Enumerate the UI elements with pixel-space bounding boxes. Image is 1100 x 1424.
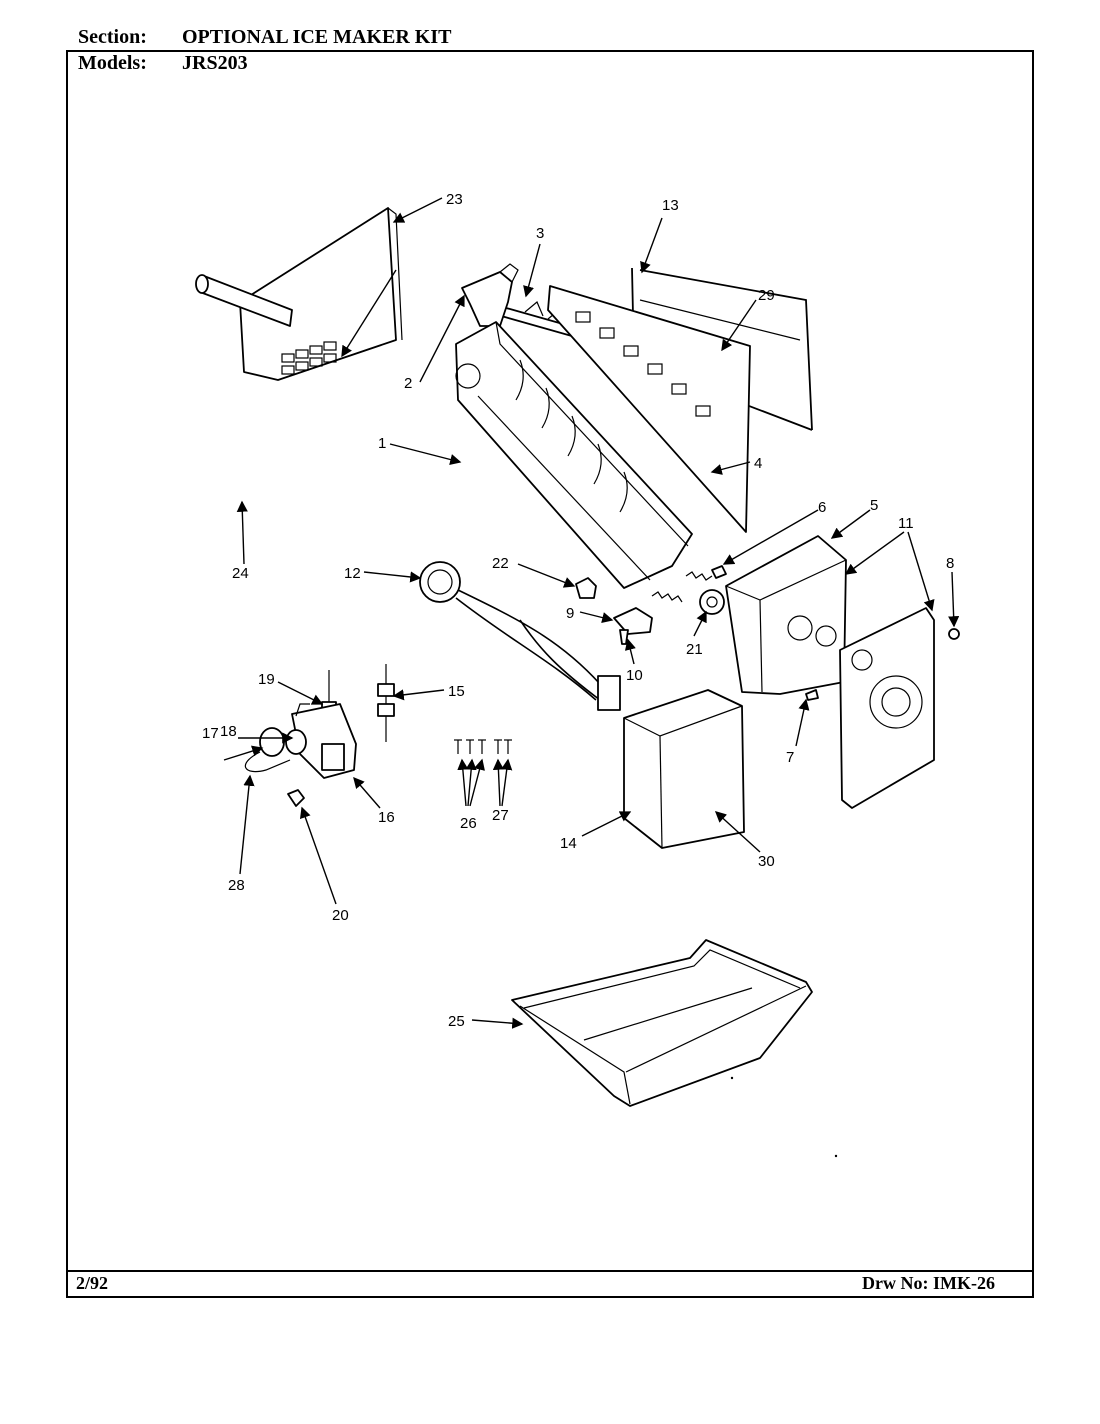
callout-20: 20	[332, 907, 349, 924]
part-water-valve	[291, 703, 357, 779]
callout-24: 24	[232, 565, 249, 582]
callout-19: 19	[258, 671, 275, 688]
part-coupling	[377, 664, 395, 742]
footer-divider	[66, 1270, 1034, 1272]
leader-lines	[223, 197, 960, 1029]
part-housing	[725, 535, 847, 695]
part-bracket	[461, 263, 519, 327]
callout-3: 3	[536, 225, 544, 242]
callout-29: 29	[758, 287, 775, 304]
part-mold	[455, 321, 693, 589]
callout-7: 7	[786, 749, 794, 766]
section-label: Section:	[78, 26, 147, 48]
callout-5: 5	[870, 497, 878, 514]
callout-25: 25	[448, 1013, 465, 1030]
part-nut	[948, 628, 960, 640]
callout-22: 22	[492, 555, 509, 572]
callout-16: 16	[378, 809, 395, 826]
callout-15: 15	[448, 683, 465, 700]
callout-28: 28	[228, 877, 245, 894]
part-screw-10	[619, 629, 629, 645]
callout-4: 4	[754, 455, 762, 472]
callout-13: 13	[662, 197, 679, 214]
callout-11: 11	[898, 515, 914, 532]
part-cam	[699, 589, 725, 615]
callout-8: 8	[946, 555, 954, 572]
part-fill-tube	[195, 274, 293, 327]
part-clamp	[287, 789, 305, 807]
part-stripper	[547, 285, 751, 533]
callout-17: 17	[202, 725, 219, 742]
callout-27: 27	[492, 807, 509, 824]
part-screw-7	[805, 689, 819, 701]
part-screws	[454, 739, 512, 754]
section-title: OPTIONAL ICE MAKER KIT	[182, 26, 452, 48]
callout-12: 12	[344, 565, 361, 582]
callout-labels: 1 2 3 4 5 6 7 8 9 10 11 12 13 14 15 16 1…	[202, 191, 954, 1030]
callout-14: 14	[560, 835, 577, 852]
footer-date: 2/92	[76, 1273, 109, 1293]
drawing-frame	[66, 50, 1034, 1298]
part-shield	[239, 207, 403, 381]
part-thermostat-harness	[419, 561, 621, 711]
callout-18: 18	[220, 723, 237, 740]
callout-21: 21	[686, 641, 703, 658]
scan-specks	[730, 1076, 838, 1158]
callout-6: 6	[818, 499, 826, 516]
part-screw-6	[711, 565, 727, 579]
callout-30: 30	[758, 853, 775, 870]
callout-23: 23	[446, 191, 463, 208]
models-label: Models:	[78, 52, 147, 74]
part-support-motor	[839, 607, 935, 809]
part-cover	[575, 577, 597, 599]
footer-drawing-number: Drw No: IMK-26	[862, 1273, 995, 1293]
callout-10: 10	[626, 667, 643, 684]
callout-2: 2	[404, 375, 412, 392]
callout-9: 9	[566, 605, 574, 622]
callout-1: 1	[378, 435, 386, 452]
callout-26: 26	[460, 815, 477, 832]
part-ice-bin	[511, 939, 813, 1107]
part-bin-cover-box	[623, 689, 745, 849]
models-value: JRS203	[182, 52, 248, 74]
part-springs	[651, 571, 713, 603]
